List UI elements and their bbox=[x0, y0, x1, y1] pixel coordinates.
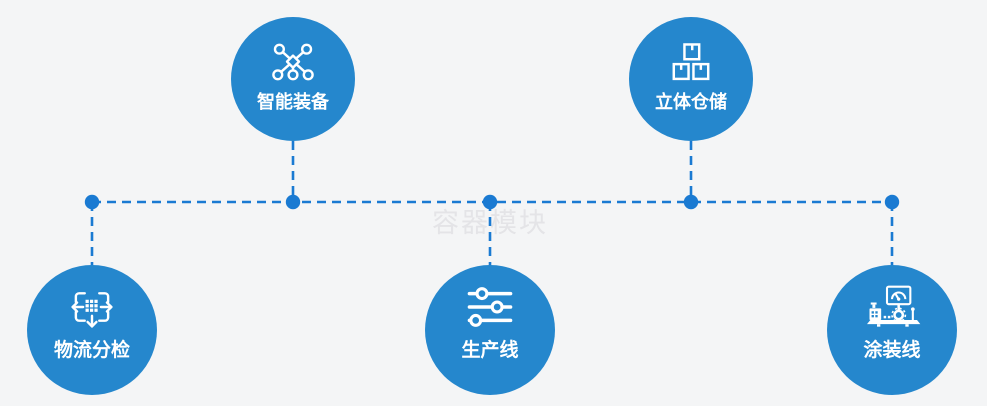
junction-dot bbox=[884, 194, 900, 210]
junction-dot bbox=[482, 194, 498, 210]
node-label: 智能装备 bbox=[257, 92, 329, 112]
node-label: 立体仓储 bbox=[655, 92, 727, 112]
node-production-line[interactable]: 生产线 bbox=[425, 265, 555, 395]
junction-dot bbox=[683, 194, 699, 210]
node-label: 物流分检 bbox=[53, 340, 130, 361]
sliders-icon bbox=[465, 282, 515, 332]
node-coating-line[interactable]: 涂装线 bbox=[827, 265, 957, 395]
junction-dot bbox=[285, 194, 301, 210]
node-stereo-warehouse[interactable]: 立体仓储 bbox=[629, 17, 753, 141]
sort-arrows-icon bbox=[66, 282, 118, 332]
network-nodes-icon bbox=[269, 40, 317, 84]
node-label: 涂装线 bbox=[863, 340, 921, 361]
stacked-boxes-icon bbox=[668, 40, 714, 84]
node-label: 生产线 bbox=[461, 340, 519, 361]
machine-gauge-icon bbox=[862, 282, 922, 332]
junction-dot bbox=[84, 194, 100, 210]
node-smart-equipment[interactable]: 智能装备 bbox=[231, 17, 355, 141]
node-logistics-sorting[interactable]: 物流分检 bbox=[27, 265, 157, 395]
